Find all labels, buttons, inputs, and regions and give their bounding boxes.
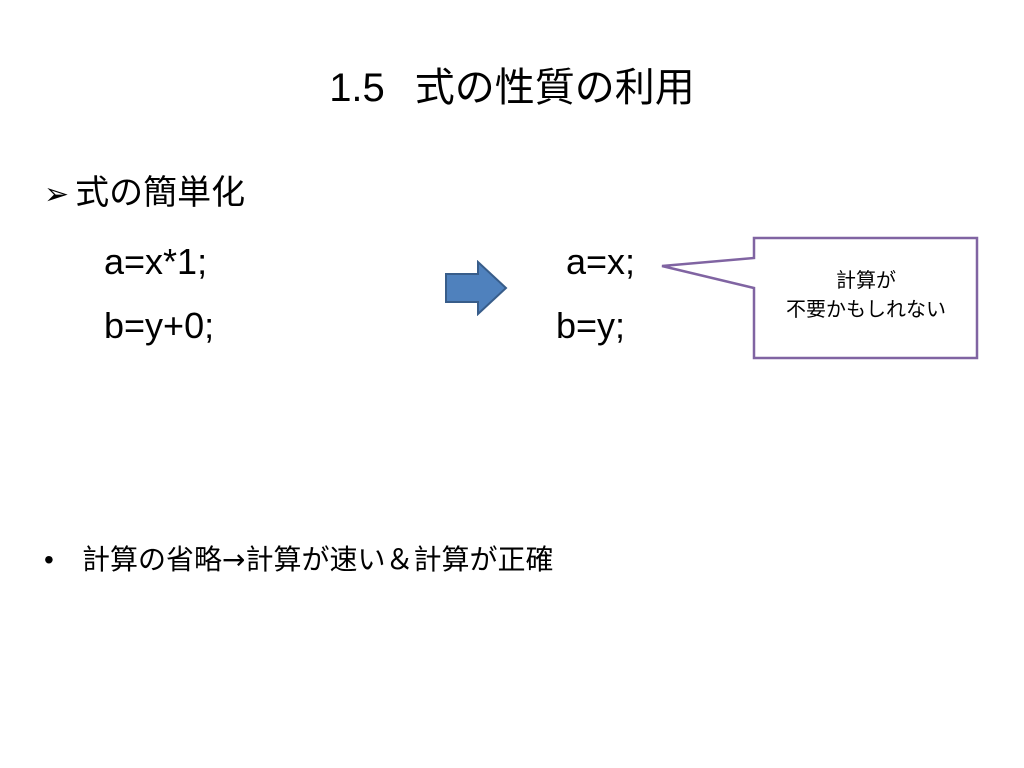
callout-box	[661, 236, 979, 360]
code-before-line-2: b=y+0;	[104, 305, 215, 346]
code-after-line-2: b=y;	[556, 305, 626, 346]
bottom-bullet: • 計算の省略→計算が速い＆計算が正確	[44, 538, 553, 582]
code-after-line-1: a=x;	[566, 241, 636, 282]
title-number: 1.5	[329, 66, 385, 110]
callout-line-1: 計算が	[836, 268, 896, 292]
arrow-bullet-icon: ➢	[44, 177, 70, 212]
heading-text: 式の簡単化	[75, 173, 246, 213]
bullet-dot-icon: •	[44, 544, 54, 575]
slide-title: 1.5 式の性質の利用	[0, 58, 1024, 118]
callout-line-2: 不要かもしれない	[786, 297, 946, 321]
right-arrow-icon	[445, 260, 508, 316]
code-before-line-1: a=x*1;	[104, 241, 208, 282]
section-heading: ➢式の簡単化	[44, 168, 245, 218]
callout-text: 計算が 不要かもしれない	[755, 266, 977, 324]
title-text: 式の性質の利用	[414, 65, 695, 111]
bottom-bullet-text: 計算の省略→計算が速い＆計算が正確	[82, 543, 554, 576]
